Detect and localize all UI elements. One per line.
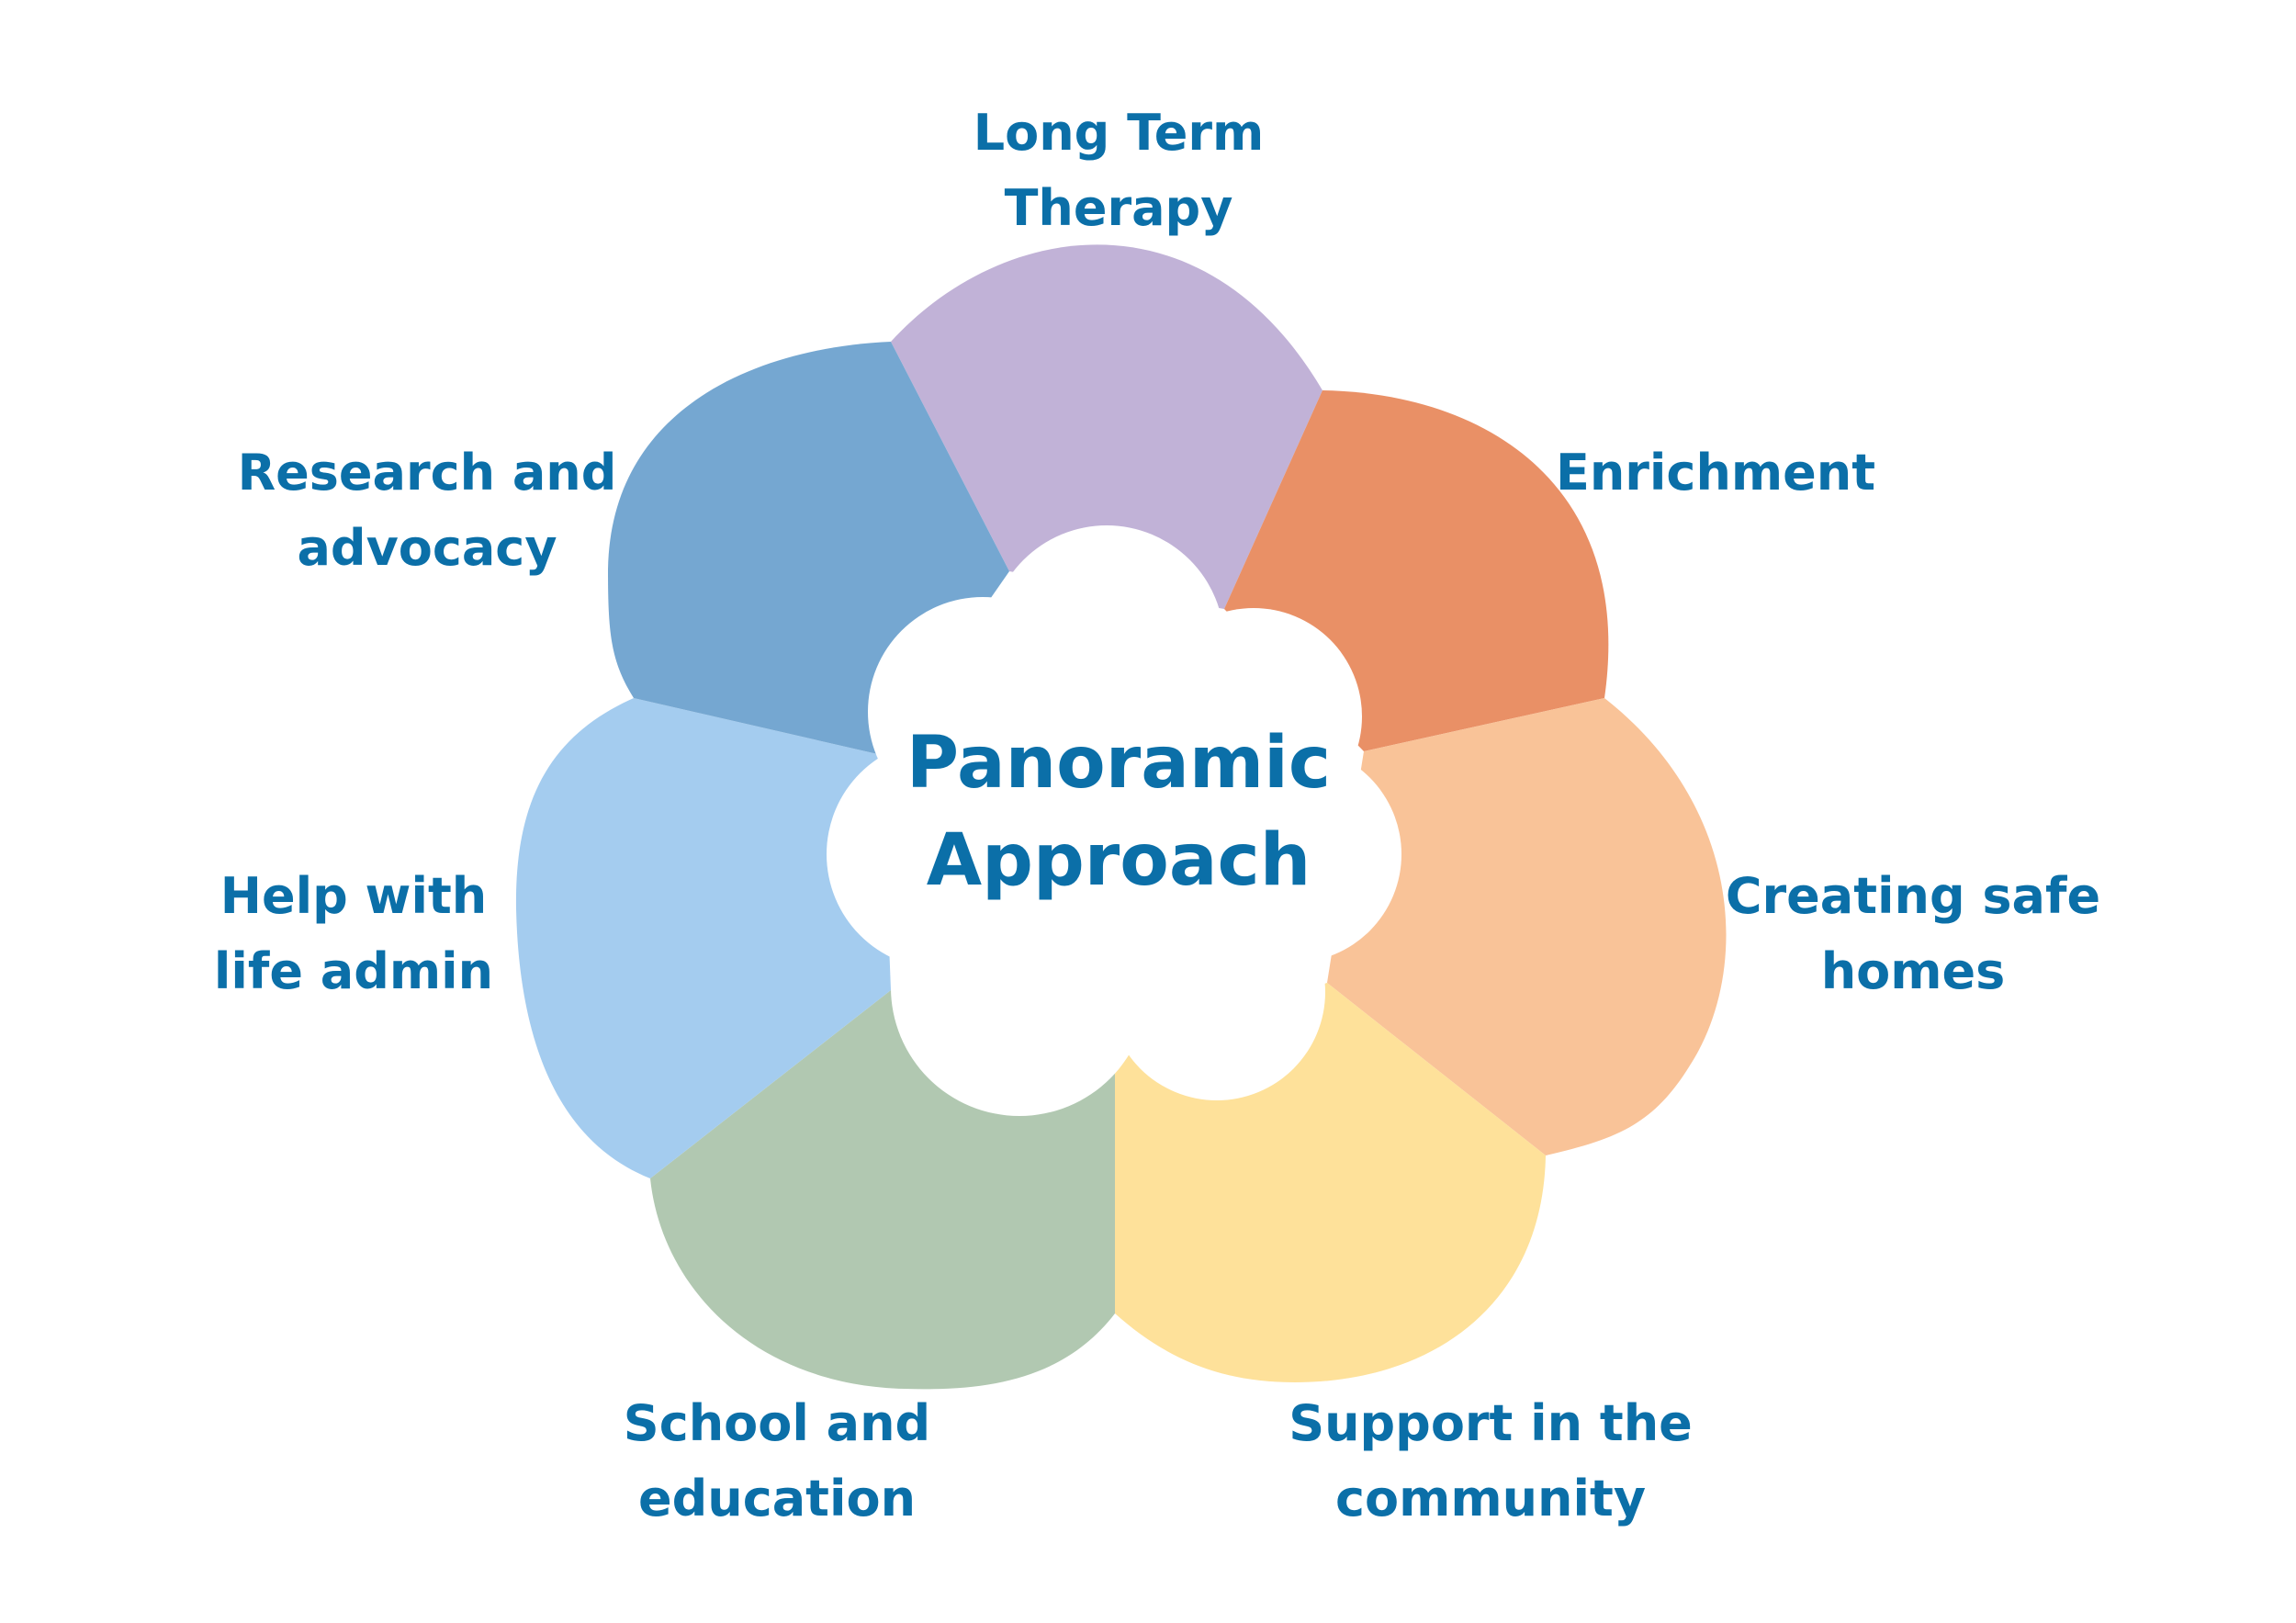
label-enrichment: Enrichment [1556, 435, 1875, 511]
label-help-life-admin: Help with life admin [214, 859, 493, 1009]
label-line1: Help with [219, 867, 488, 925]
label-line1: Long Term [973, 104, 1265, 162]
label-line2: life admin [213, 942, 494, 1000]
center-title: Panoramic Approach [906, 715, 1331, 909]
label-line2: Therapy [1004, 179, 1233, 237]
petal-creating-safe-homes [1327, 698, 1727, 1155]
label-line1: Creating safe [1725, 867, 2101, 925]
center-title-line2: Approach [926, 819, 1311, 902]
label-research-advocacy: Research and advocacy [238, 435, 617, 586]
label-line2: community [1334, 1470, 1647, 1527]
label-support-community: Support in the community [1289, 1386, 1693, 1537]
label-line1: Support in the [1289, 1394, 1693, 1452]
label-school-education: School and education [624, 1386, 930, 1537]
label-line1: Enrichment [1555, 444, 1876, 502]
petal-help-life-admin [515, 698, 891, 1178]
label-creating-safe-homes: Creating safe homes [1726, 859, 2100, 1009]
label-line2: advocacy [297, 519, 557, 577]
center-cloud [827, 525, 1401, 1116]
label-line2: homes [1820, 942, 2006, 1000]
label-line1: School and [623, 1394, 931, 1452]
petal-long-term-therapy [891, 244, 1322, 609]
label-line1: Research and [237, 444, 617, 502]
label-line2: education [637, 1470, 917, 1527]
label-long-term-therapy: Long Term Therapy [974, 96, 1265, 246]
center-title-line1: Panoramic [906, 722, 1332, 805]
